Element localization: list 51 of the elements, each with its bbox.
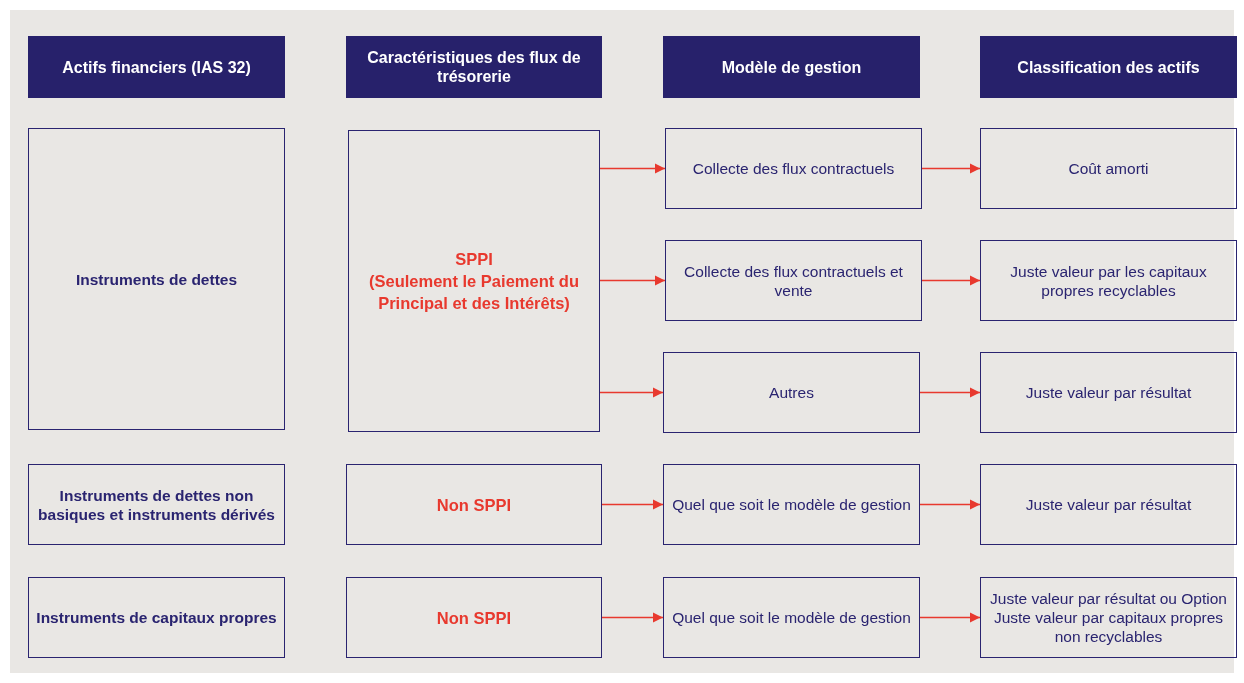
result-box bbox=[663, 577, 920, 658]
header-text: Classification des actifs bbox=[1017, 57, 1200, 77]
criterion-box bbox=[346, 464, 602, 545]
category-box bbox=[28, 128, 285, 430]
category-box bbox=[28, 464, 285, 545]
criterion-box bbox=[348, 130, 600, 432]
box-text: Juste valeur par résultat ou Option Juste valeur par capitaux propres non recyclables bbox=[989, 589, 1228, 646]
column-header bbox=[346, 36, 602, 98]
box-text: Quel que soit le modèle de gestion bbox=[672, 495, 911, 514]
box-text: Collecte des flux contractuels bbox=[692, 159, 895, 178]
result-box bbox=[665, 240, 922, 321]
box-text: Non SPPI bbox=[436, 494, 512, 516]
result-box bbox=[980, 464, 1237, 545]
box-text: Juste valeur par résultat bbox=[1025, 383, 1192, 402]
box-text: SPPI bbox=[455, 249, 493, 270]
criterion-box bbox=[346, 577, 602, 658]
result-box bbox=[980, 240, 1237, 321]
box-text: Quel que soit le modèle de gestion bbox=[672, 608, 911, 627]
box-text: (Seulement le Paiement du Principal et des Intérêts) bbox=[368, 271, 580, 314]
arrow bbox=[599, 163, 666, 174]
column-header bbox=[663, 36, 920, 98]
header-text: Caractéristiques des flux de trésorerie bbox=[366, 48, 582, 86]
result-box bbox=[665, 128, 922, 209]
box-text: Autres bbox=[769, 383, 814, 402]
arrow bbox=[601, 499, 664, 510]
result-box bbox=[980, 577, 1237, 658]
arrow bbox=[601, 612, 664, 623]
column-header bbox=[28, 36, 285, 98]
category-box bbox=[28, 577, 285, 658]
arrow bbox=[919, 387, 981, 398]
column-header bbox=[980, 36, 1237, 98]
arrow bbox=[599, 387, 664, 398]
result-box bbox=[980, 352, 1237, 433]
box-text: Non SPPI bbox=[436, 607, 512, 629]
result-box bbox=[663, 464, 920, 545]
header-text: Modèle de gestion bbox=[721, 57, 862, 77]
box-text: Collecte des flux contractuels et vente bbox=[683, 261, 904, 300]
arrow bbox=[599, 275, 666, 286]
box-text: Juste valeur par les capitaux propres recyclables bbox=[1009, 261, 1208, 300]
box-text: Instruments de capitaux propres bbox=[36, 608, 277, 627]
arrow bbox=[919, 612, 981, 623]
arrow bbox=[919, 499, 981, 510]
header-text: Actifs financiers (IAS 32) bbox=[62, 57, 251, 77]
box-text: Instruments de dettes non basiques et instruments dérivés bbox=[37, 485, 276, 524]
result-box bbox=[663, 352, 920, 433]
box-text: Instruments de dettes bbox=[75, 269, 238, 289]
box-text: Juste valeur par résultat bbox=[1025, 495, 1192, 514]
arrow bbox=[921, 163, 981, 174]
result-box bbox=[980, 128, 1237, 209]
box-text: Coût amorti bbox=[1068, 159, 1149, 178]
arrow bbox=[921, 275, 981, 286]
